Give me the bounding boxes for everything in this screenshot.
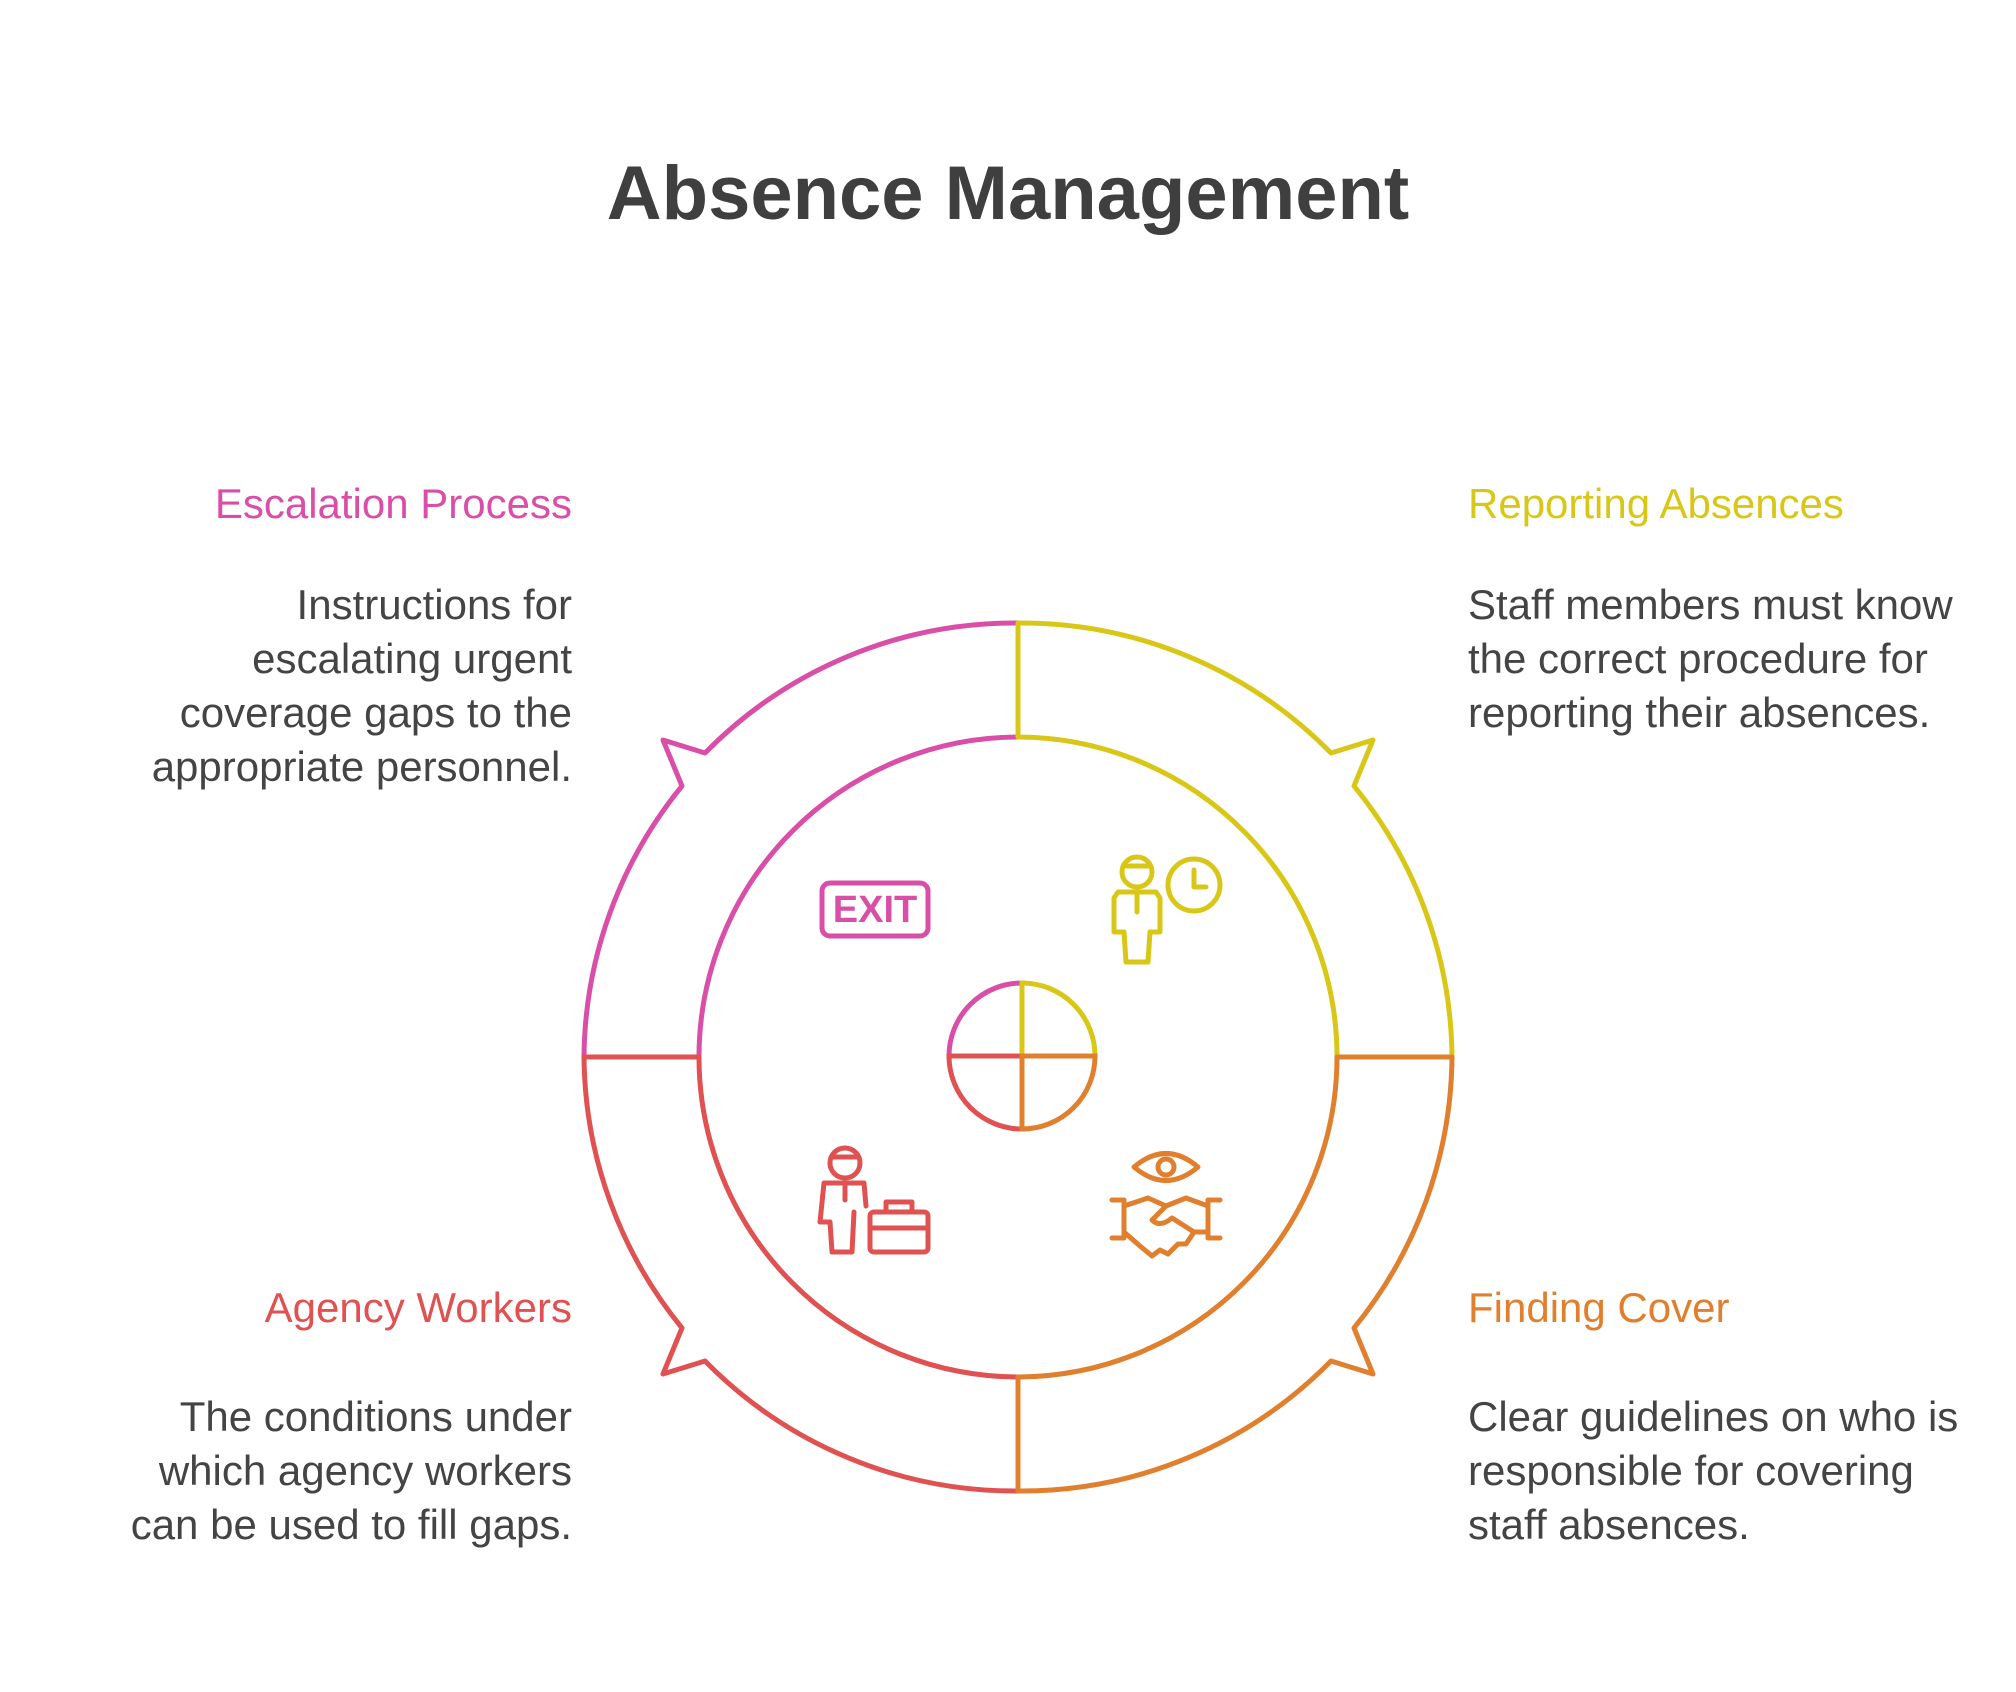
agency-description: The conditions under which agency worker… bbox=[130, 1393, 572, 1548]
handshake-eye-icon bbox=[1109, 1151, 1223, 1259]
quadrant-agency bbox=[581, 1054, 1021, 1494]
quadrant-reporting bbox=[1015, 620, 1455, 1060]
quadrant-escalation bbox=[581, 620, 1021, 1060]
quadrant-cover bbox=[1015, 1054, 1455, 1494]
cover-description: Clear guidelines on who is responsible f… bbox=[1468, 1393, 1959, 1548]
center-circle bbox=[946, 980, 1098, 1132]
person-clock-icon bbox=[1111, 854, 1223, 965]
agency-heading: Agency Workers bbox=[264, 1284, 572, 1331]
worker-briefcase-icon bbox=[817, 1145, 931, 1255]
exit-sign-icon: EXIT bbox=[819, 880, 931, 939]
reporting-description: Staff members must know the correct proc… bbox=[1468, 581, 1953, 736]
svg-text:EXIT: EXIT bbox=[833, 889, 917, 931]
escalation-heading: Escalation Process bbox=[214, 480, 572, 527]
cover-heading: Finding Cover bbox=[1468, 1284, 1730, 1331]
escalation-description: Instructions for escalating urgent cover… bbox=[151, 581, 572, 790]
reporting-heading: Reporting Absences bbox=[1468, 480, 1844, 527]
page-title: Absence Management bbox=[606, 151, 1410, 236]
